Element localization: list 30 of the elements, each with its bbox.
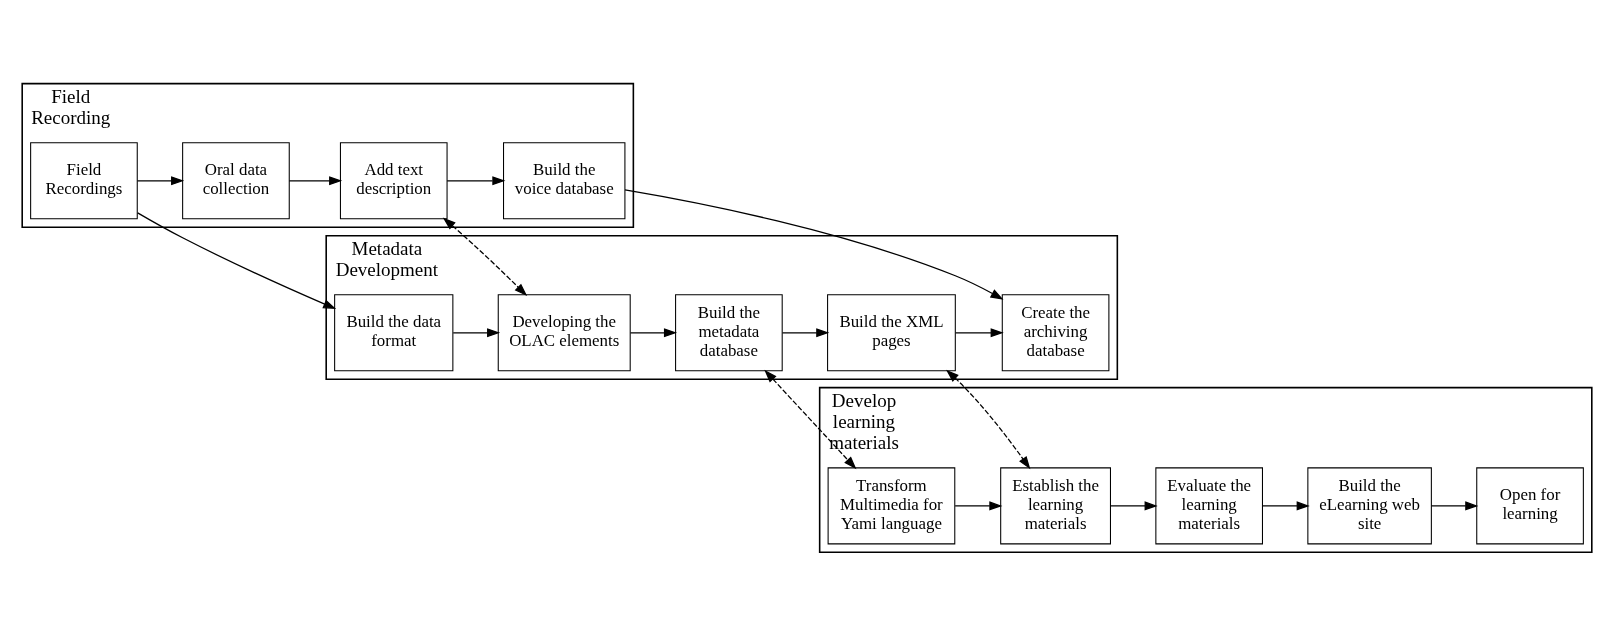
node-box: Build the metadata database: [675, 293, 783, 371]
node-box: Establish the learning materials: [1000, 466, 1111, 544]
arrow: [764, 369, 857, 469]
node-box: Field Recordings: [30, 141, 138, 219]
node-box: Build the data format: [334, 293, 454, 371]
node-box: Oral data collection: [182, 141, 290, 219]
node-box: Open for learning: [1476, 466, 1584, 544]
arrow: [452, 327, 501, 337]
arrow: [629, 327, 678, 337]
arrow: [446, 175, 506, 185]
node-box: Build the eLearning web site: [1307, 466, 1432, 544]
arrow: [781, 327, 830, 337]
arrow: [945, 369, 1031, 469]
node-box: Build the XML pages: [827, 293, 956, 371]
arrow: [954, 327, 1004, 337]
arrow: [954, 500, 1003, 510]
node-box: Transform Multimedia for Yami language: [827, 466, 956, 544]
node-box: Developing the OLAC elements: [497, 293, 631, 371]
arrow: [288, 175, 343, 185]
arrow: [442, 217, 528, 296]
arrow: [1261, 500, 1310, 510]
node-box: Build the voice database: [503, 141, 626, 219]
arrow: [1110, 500, 1158, 510]
arrow: [624, 188, 1004, 300]
node-box: Create the archiving database: [1001, 293, 1110, 371]
arrow: [1430, 500, 1479, 510]
arrow: [136, 175, 185, 185]
arrow: [137, 211, 337, 309]
node-box: Add text description: [339, 141, 448, 219]
node-box: Evaluate the learning materials: [1155, 466, 1263, 544]
